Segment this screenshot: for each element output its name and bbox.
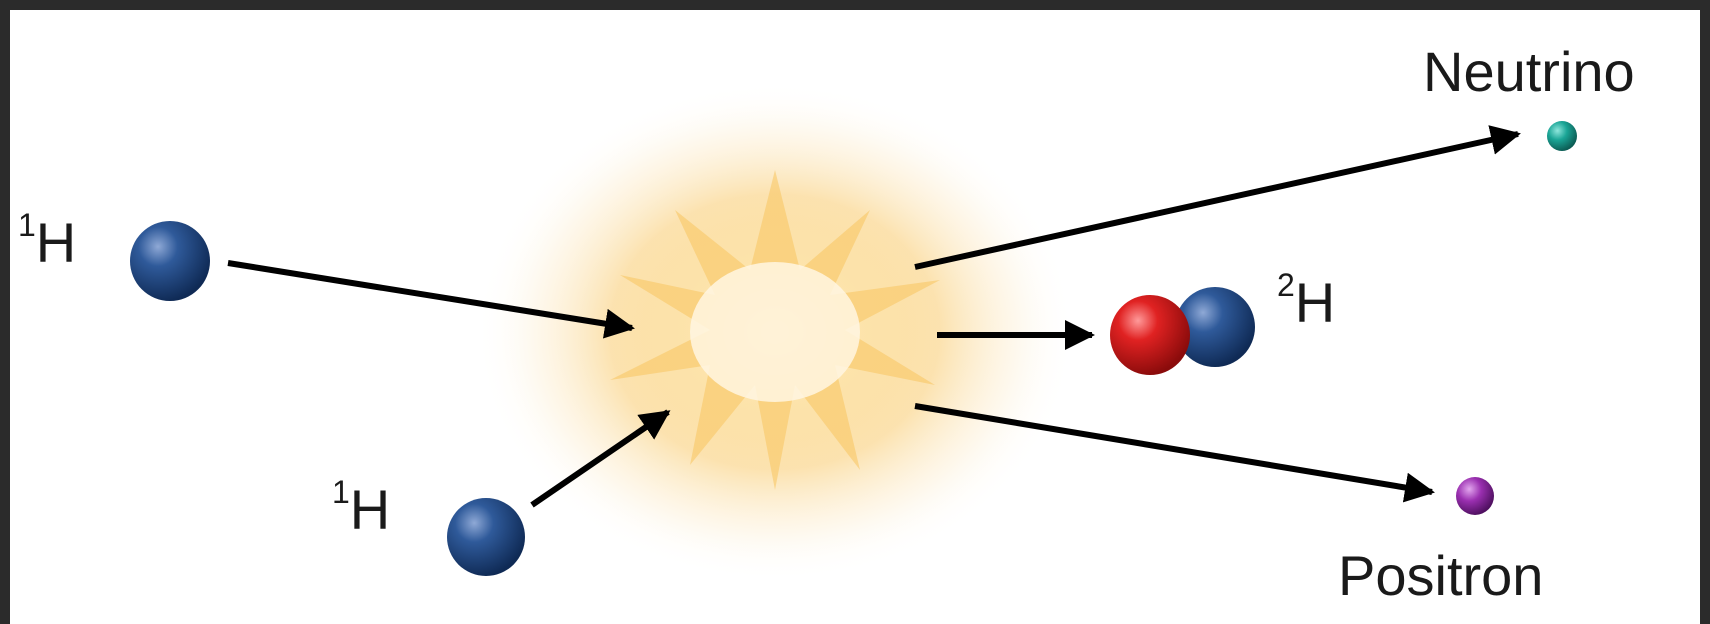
label-hydrogen-1-bottom: 1H — [332, 474, 390, 541]
label-positron: Positron — [1338, 544, 1543, 607]
element-symbol: H — [36, 211, 76, 274]
deuteron — [1110, 287, 1255, 375]
label-hydrogen-1-top: 1H — [18, 207, 76, 274]
positron-particle — [1456, 477, 1494, 515]
label-hydrogen-2: 2H — [1277, 267, 1335, 334]
diagram-frame: 1H 1H 2H Neutrino Positron — [10, 10, 1700, 624]
element-symbol: H — [1295, 271, 1335, 334]
mass-number: 1 — [18, 207, 36, 243]
neutrino-particle — [1547, 121, 1577, 151]
fusion-diagram: 1H 1H 2H Neutrino Positron — [10, 10, 1700, 624]
proton-top — [130, 221, 210, 301]
element-symbol: H — [350, 478, 390, 541]
mass-number: 1 — [332, 474, 350, 510]
mass-number: 2 — [1277, 267, 1295, 303]
label-neutrino: Neutrino — [1423, 40, 1635, 103]
deuteron-proton — [1110, 295, 1190, 375]
proton-bottom — [447, 498, 525, 576]
